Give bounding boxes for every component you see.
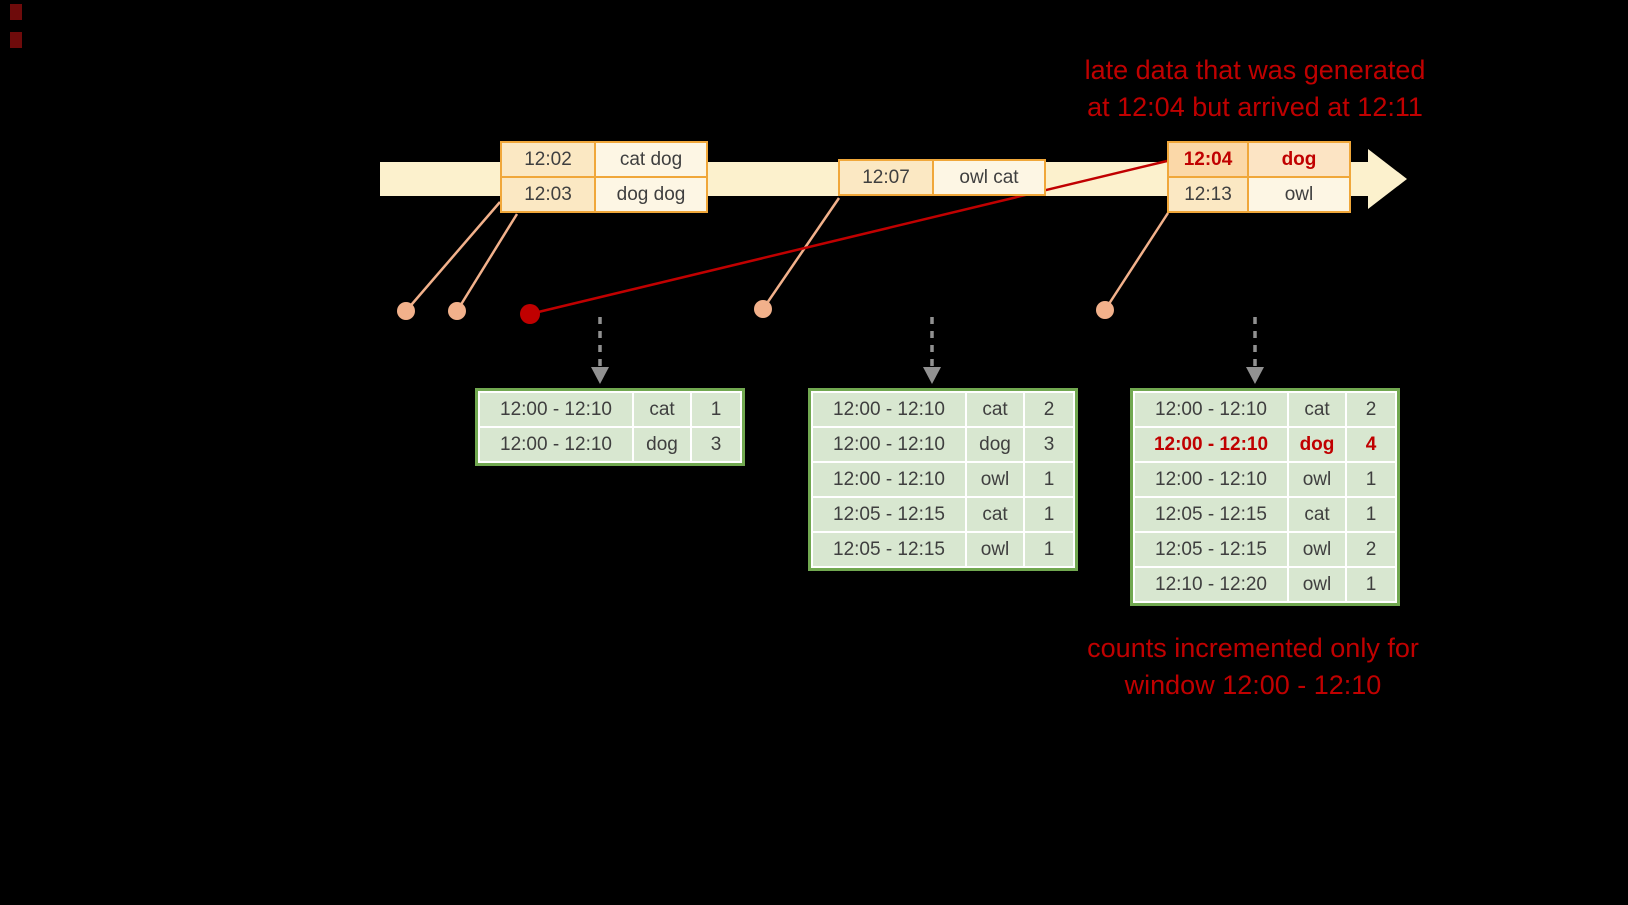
event-box-1: 12:02 cat dog 12:03 dog dog xyxy=(500,141,708,213)
result-window: 12:05 - 12:15 xyxy=(813,498,965,531)
result-count: 2 xyxy=(1347,393,1395,426)
result-row: 12:05 - 12:15 owl 2 xyxy=(1135,533,1395,566)
result-table-1: 12:00 - 12:10 cat 1 12:00 - 12:10 dog 3 xyxy=(475,388,745,466)
event-row: 12:07 owl cat xyxy=(838,159,1046,196)
result-window: 12:05 - 12:15 xyxy=(813,533,965,566)
result-count: 2 xyxy=(1025,393,1073,426)
result-word: dog xyxy=(1289,428,1345,461)
corner-marker-2 xyxy=(10,32,22,48)
arrival-dot-1202 xyxy=(397,302,415,320)
result-word: owl xyxy=(967,463,1023,496)
trigger-arrow-2-head xyxy=(923,367,941,384)
result-count: 3 xyxy=(1025,428,1073,461)
event-words: dog dog xyxy=(594,176,708,213)
result-row: 12:00 - 12:10 owl 1 xyxy=(1135,463,1395,496)
late-data-annotation-line1: late data that was generated xyxy=(1084,55,1426,85)
trigger-arrow-1-icon xyxy=(591,317,609,384)
result-word: cat xyxy=(967,498,1023,531)
event-words: dog xyxy=(1247,141,1351,178)
event-box-2: 12:07 owl cat xyxy=(838,159,1046,196)
event-box-3: 12:04 dog 12:13 owl xyxy=(1167,141,1351,213)
result-count: 1 xyxy=(1025,463,1073,496)
result-row: 12:00 - 12:10 cat 2 xyxy=(813,393,1073,426)
event-words: cat dog xyxy=(594,141,708,178)
result-count: 4 xyxy=(1347,428,1395,461)
arrival-dot-1207 xyxy=(754,300,772,318)
result-window: 12:00 - 12:10 xyxy=(480,393,632,426)
late-data-annotation: late data that was generated at 12:04 bu… xyxy=(1035,52,1475,126)
result-row: 12:00 - 12:10 cat 1 xyxy=(480,393,740,426)
result-table-2: 12:00 - 12:10 cat 2 12:00 - 12:10 dog 3 … xyxy=(808,388,1078,571)
result-count: 3 xyxy=(692,428,740,461)
connector-line-1202 xyxy=(405,201,501,312)
result-word: owl xyxy=(1289,533,1345,566)
result-count: 1 xyxy=(1347,568,1395,601)
trigger-arrow-1-head xyxy=(591,367,609,384)
late-data-connector-line xyxy=(529,159,1168,316)
counts-incremented-annotation: counts incremented only for window 12:00… xyxy=(1033,630,1473,704)
result-count: 1 xyxy=(1025,498,1073,531)
late-event-row: 12:04 dog xyxy=(1167,141,1351,178)
result-word: owl xyxy=(967,533,1023,566)
event-time: 12:02 xyxy=(500,141,596,178)
result-window: 12:00 - 12:10 xyxy=(813,428,965,461)
result-window: 12:10 - 12:20 xyxy=(1135,568,1287,601)
result-count: 1 xyxy=(1347,498,1395,531)
trigger-arrow-3-head xyxy=(1246,367,1264,384)
event-row: 12:02 cat dog xyxy=(500,141,708,178)
result-row: 12:00 - 12:10 owl 1 xyxy=(813,463,1073,496)
event-time: 12:03 xyxy=(500,176,596,213)
event-row: 12:03 dog dog xyxy=(500,176,708,213)
trigger-arrow-2-icon xyxy=(923,317,941,384)
result-word: cat xyxy=(634,393,690,426)
counts-incremented-line1: counts incremented only for xyxy=(1087,633,1419,663)
result-row: 12:00 - 12:10 cat 2 xyxy=(1135,393,1395,426)
connector-line-1203 xyxy=(455,213,519,312)
result-word: owl xyxy=(1289,463,1345,496)
result-word: dog xyxy=(967,428,1023,461)
result-word: cat xyxy=(967,393,1023,426)
event-words: owl cat xyxy=(932,159,1046,196)
event-row: 12:13 owl xyxy=(1167,176,1351,213)
connector-line-1207 xyxy=(761,197,841,310)
result-window: 12:00 - 12:10 xyxy=(1135,393,1287,426)
result-word: dog xyxy=(634,428,690,461)
event-time: 12:13 xyxy=(1167,176,1249,213)
late-result-row: 12:00 - 12:10 dog 4 xyxy=(1135,428,1395,461)
result-count: 2 xyxy=(1347,533,1395,566)
result-row: 12:00 - 12:10 dog 3 xyxy=(480,428,740,461)
counts-incremented-line2: window 12:00 - 12:10 xyxy=(1124,670,1382,700)
arrival-dot-1203 xyxy=(448,302,466,320)
late-arrival-dot xyxy=(520,304,540,324)
result-count: 1 xyxy=(1347,463,1395,496)
result-count: 1 xyxy=(692,393,740,426)
timeline-arrowhead-icon xyxy=(1368,149,1407,209)
result-count: 1 xyxy=(1025,533,1073,566)
arrival-dot-1213 xyxy=(1096,301,1114,319)
result-window: 12:00 - 12:10 xyxy=(1135,428,1287,461)
result-row: 12:05 - 12:15 owl 1 xyxy=(813,533,1073,566)
corner-marker-1 xyxy=(10,4,22,20)
trigger-arrow-3-icon xyxy=(1246,317,1264,384)
event-words: owl xyxy=(1247,176,1351,213)
result-window: 12:00 - 12:10 xyxy=(813,463,965,496)
result-window: 12:05 - 12:15 xyxy=(1135,533,1287,566)
result-word: cat xyxy=(1289,393,1345,426)
late-data-annotation-line2: at 12:04 but arrived at 12:11 xyxy=(1087,92,1423,122)
connector-line-1213 xyxy=(1103,212,1170,311)
result-row: 12:05 - 12:15 cat 1 xyxy=(1135,498,1395,531)
result-row: 12:10 - 12:20 owl 1 xyxy=(1135,568,1395,601)
result-word: owl xyxy=(1289,568,1345,601)
result-window: 12:00 - 12:10 xyxy=(813,393,965,426)
result-row: 12:00 - 12:10 dog 3 xyxy=(813,428,1073,461)
result-table-3: 12:00 - 12:10 cat 2 12:00 - 12:10 dog 4 … xyxy=(1130,388,1400,606)
event-time: 12:07 xyxy=(838,159,934,196)
result-window: 12:00 - 12:10 xyxy=(1135,463,1287,496)
result-window: 12:05 - 12:15 xyxy=(1135,498,1287,531)
result-row: 12:05 - 12:15 cat 1 xyxy=(813,498,1073,531)
result-window: 12:00 - 12:10 xyxy=(480,428,632,461)
event-time: 12:04 xyxy=(1167,141,1249,178)
result-word: cat xyxy=(1289,498,1345,531)
